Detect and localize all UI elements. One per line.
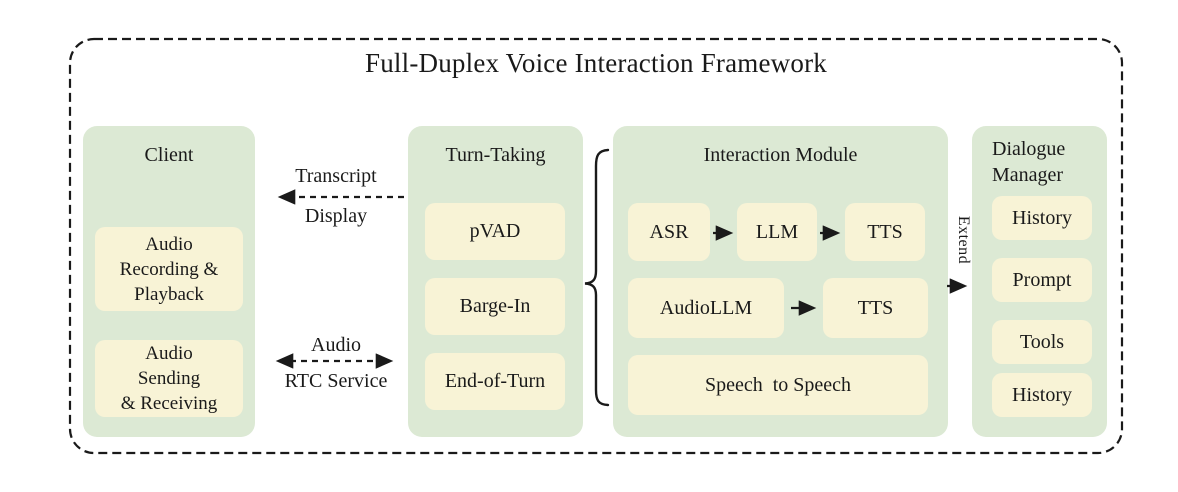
panel-interaction-module: Interaction Module ASR LLM TTS AudioLLM … [613,126,948,437]
client-box-line: & Receiving [120,393,218,414]
prompt-box: Prompt [992,258,1092,302]
barge-in-box: Barge-In [425,278,565,335]
tts-box: TTS [823,278,928,338]
dialogue-manager-label-line: Dialogue [992,138,1066,160]
audio-link-label: Audio [311,334,361,356]
speech-to-speech-box: Speech to Speech [628,355,928,415]
pvad-box: pVAD [425,203,565,260]
client-box-line: Recording & [119,258,219,280]
transcript-link-label: Transcript [295,165,377,187]
interaction-module-panel-label: Interaction Module [703,144,858,166]
tools-box: Tools [992,320,1092,364]
rtc-service-link-label: RTC Service [284,370,388,392]
client-panel-label: Client [144,144,194,166]
diagram-title: Full-Duplex Voice Interaction Framework [365,48,827,78]
end-of-turn-box: End-of-Turn [425,353,565,410]
asr-box: ASR [628,203,710,261]
client-audio-recording-playback-box: Audio Recording & Playback [95,227,243,311]
llm-box: LLM [737,203,817,261]
client-box-line: Audio [145,343,193,364]
tts-box: TTS [845,203,925,261]
client-box-line: Playback [134,283,204,305]
dialogue-manager-label-line: Manager [992,164,1064,186]
display-link-label: Display [304,205,368,227]
client-box-line: Audio [145,233,193,255]
panel-turn-taking: Turn-Taking pVAD Barge-In End-of-Turn [408,126,583,437]
dialogue-manager-panel-label: Dialogue Manager [992,136,1065,188]
extend-link-label: Extend [955,215,972,265]
turn-taking-panel-label: Turn-Taking [445,144,546,166]
panel-client: Client Audio Recording & Playback Audio … [83,126,255,437]
audiollm-box: AudioLLM [628,278,784,338]
client-box-line: Sending [137,368,201,389]
history-box: History [992,196,1092,240]
panel-dialogue-manager: Dialogue Manager History Prompt Tools Hi… [972,126,1107,437]
history-box: History [992,373,1092,417]
client-audio-sending-receiving-box: Audio Sending & Receiving [95,340,243,417]
grouping-brace [584,148,610,407]
